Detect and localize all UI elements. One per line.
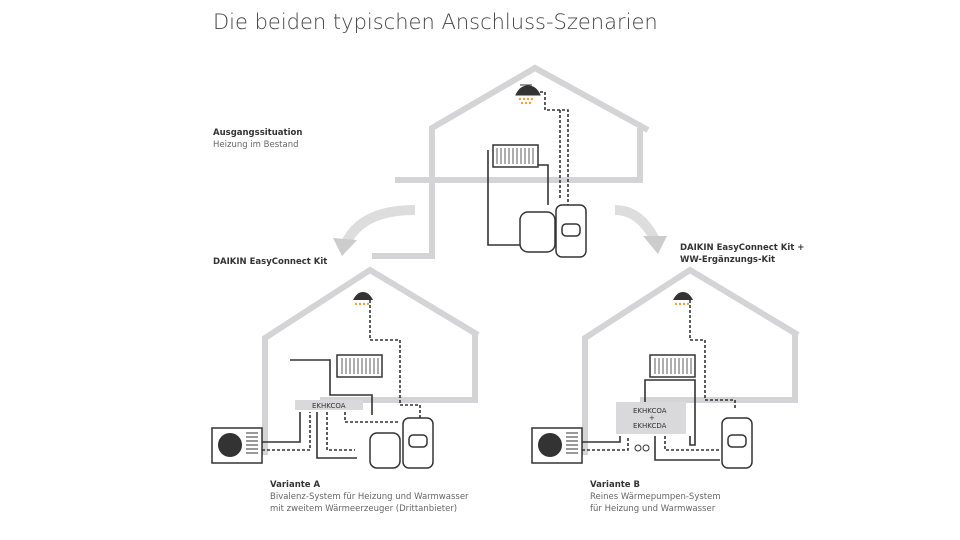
start-subtitle: Heizung im Bestand: [213, 140, 299, 150]
house-existing: [372, 64, 650, 259]
arrow-right-icon: [614, 205, 660, 243]
radiator-icon-b: [649, 354, 696, 378]
shower-icon: [515, 84, 541, 105]
plus-label: +: [649, 414, 655, 422]
ekhkcoa-label-b: EKHKCOA: [633, 407, 667, 415]
variant-a-line1: Bivalenz-System für Heizung und Warmwass…: [270, 492, 469, 502]
arrow-left-icon: [340, 205, 416, 248]
ekhkcoa-ekhkcda-box: [616, 402, 686, 434]
radiator-icon-a: [336, 354, 383, 378]
shower-icon-a: [353, 292, 373, 306]
house-variant-b: [582, 266, 800, 455]
boiler-icon: [519, 211, 556, 253]
start-heading: Ausgangssituation: [213, 128, 303, 138]
page-title: Die beiden typischen Anschluss-Szenarien: [213, 10, 658, 34]
right-kit-label-2: WW-Ergänzungs-Kit: [680, 255, 776, 265]
ekhkcoa-label-a: EKHKCOA: [312, 402, 346, 410]
variant-a-line2: mit zweitem Wärmeerzeuger (Drittanbieter…: [270, 504, 458, 514]
ekhkcda-label: EKHKCDA: [633, 422, 667, 430]
storage-tank-icon-a: [402, 417, 434, 469]
variant-a-heading: Variante A: [270, 480, 321, 490]
shower-icon-b: [673, 292, 693, 306]
ekhkcoa-box-a: [295, 400, 363, 410]
radiator-icon: [492, 144, 539, 168]
variant-b-heading: Variante B: [590, 480, 641, 490]
right-kit-label-1: DAIKIN EasyConnect Kit +: [680, 243, 805, 253]
variant-b-line2: für Heizung und Warmwasser: [590, 504, 716, 514]
storage-tank-icon-b: [721, 417, 753, 469]
left-kit-label: DAIKIN EasyConnect Kit: [213, 257, 328, 267]
variant-b-line1: Reines Wärmepumpen-System: [590, 492, 721, 502]
boiler-icon-a: [369, 432, 401, 469]
storage-tank-icon: [555, 204, 587, 258]
